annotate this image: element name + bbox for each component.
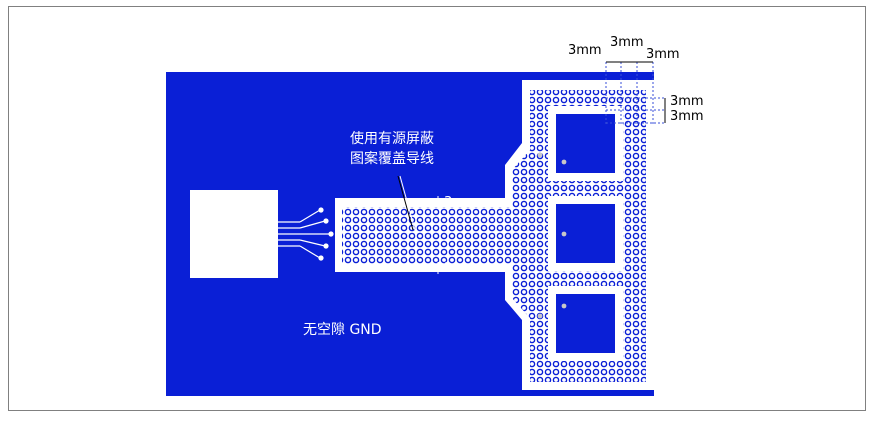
top-dimension-arrows bbox=[606, 61, 666, 123]
shield-label-line1: 使用有源屏蔽 bbox=[350, 130, 434, 147]
connector-pins bbox=[278, 207, 334, 261]
shield-label-line2: 图案覆盖导线 bbox=[350, 150, 434, 167]
dim-right-1: 3mm bbox=[670, 94, 704, 109]
top-dimension-lines bbox=[605, 62, 666, 124]
connector-pad bbox=[190, 190, 278, 278]
dim-trace-top: 3mm bbox=[444, 195, 478, 210]
sensor-pads bbox=[548, 106, 623, 361]
dim-top-right: 3mm bbox=[646, 47, 680, 62]
dim-top-mid: 3mm bbox=[610, 35, 644, 50]
dim-right-2: 3mm bbox=[670, 109, 704, 124]
dim-top-left: 3mm bbox=[568, 43, 602, 58]
gnd-label: 无空隙 GND bbox=[303, 322, 382, 338]
label-leader bbox=[397, 175, 414, 231]
pad-vias bbox=[537, 152, 567, 319]
dim-trace-bottom: 3mm bbox=[444, 261, 478, 276]
